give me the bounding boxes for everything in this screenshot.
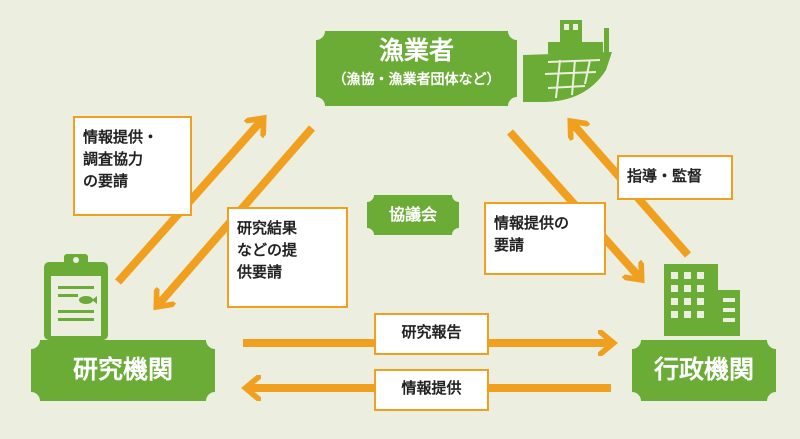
fishery-subtitle: （漁協・漁業者団体など）: [332, 72, 501, 88]
government-title: 行政機関: [653, 355, 754, 384]
label-info-request-line: 調査協力: [83, 150, 144, 168]
label-info-request-line: の要請: [83, 172, 129, 190]
label-guidance: 指導・監督: [617, 155, 733, 200]
label-research-report-text: 研究報告: [401, 323, 462, 341]
council-banner: [367, 195, 459, 235]
research-title: 研究機関: [72, 355, 173, 384]
label-research-results-line: 供要請: [237, 263, 283, 281]
label-info-request-line: 情報提供・: [83, 128, 159, 146]
label-research-results: 研究結果 などの提 供要請: [227, 207, 348, 308]
label-info-provide-request: 情報提供の 要請: [484, 202, 606, 275]
label-info-request: 情報提供・ 調査協力 の要請: [73, 116, 192, 216]
fishing-boat-icon: [523, 20, 612, 103]
label-research-results-line: 研究結果: [237, 219, 298, 237]
office-building-icon: [664, 264, 740, 336]
label-info-provide-request-line: 情報提供の: [494, 214, 570, 232]
label-research-results-line: などの提: [237, 241, 298, 259]
research-banner: [31, 340, 215, 401]
label-info-provision-text: 情報提供: [401, 379, 462, 397]
fishery-banner: [316, 31, 517, 106]
label-info-provision: 情報提供: [374, 369, 489, 411]
government-banner: [632, 340, 776, 401]
label-research-report: 研究報告: [374, 313, 489, 355]
fishery-title: 漁業者: [378, 36, 454, 65]
label-info-provide-request-line: 要請: [494, 236, 525, 254]
label-guidance-text: 指導・監督: [627, 167, 703, 185]
clipboard-fish-icon: [44, 254, 108, 340]
council-title: 協議会: [388, 205, 437, 224]
